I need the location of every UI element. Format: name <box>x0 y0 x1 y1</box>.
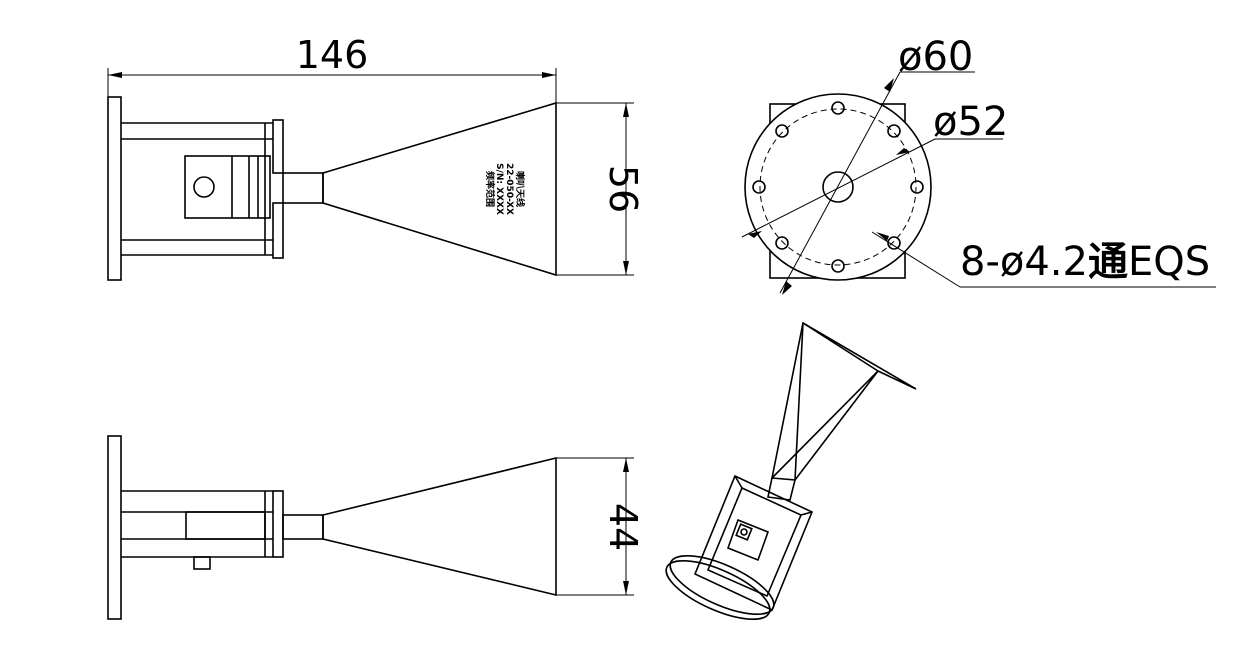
connector-block <box>184 155 271 219</box>
hole-callout-through: 通 <box>1088 239 1128 285</box>
hole-callout-suffix: EQS <box>1128 239 1210 285</box>
dim-aperture-height-side: 44 <box>601 503 645 551</box>
connector-icon <box>193 176 215 198</box>
connector-pin <box>193 556 211 570</box>
dim-flange-diameter: ø60 <box>898 34 973 80</box>
nameplate-line1: 喇叭天线 <box>514 171 526 207</box>
flange-view: ø60 ø52 8-ø4.2通EQS <box>741 34 1216 295</box>
hole-callout: 8-ø4.2通EQS <box>960 239 1210 285</box>
center-bore <box>822 171 854 203</box>
top-view: 喇叭天线 22-050-XX S/N: XXXX 频率范围 146 56 <box>107 33 645 281</box>
side-view: 44 <box>107 435 645 620</box>
nameplate-line4: 频率范围 <box>484 171 496 207</box>
top-view-flange <box>107 96 122 281</box>
isometric-view <box>665 321 917 620</box>
side-view-flange <box>107 435 122 620</box>
dim-bolt-circle: ø52 <box>933 99 1008 145</box>
nameplate: 喇叭天线 22-050-XX S/N: XXXX 频率范围 <box>484 163 526 215</box>
nameplate-line2: 22-050-XX <box>504 163 514 215</box>
dim-overall-length: 146 <box>296 33 369 77</box>
dim-aperture-height-top: 56 <box>601 165 645 213</box>
nameplate-line3: S/N: XXXX <box>494 163 504 215</box>
side-view-horn <box>322 456 557 597</box>
hole-callout-prefix: 8-ø4.2 <box>960 239 1088 285</box>
